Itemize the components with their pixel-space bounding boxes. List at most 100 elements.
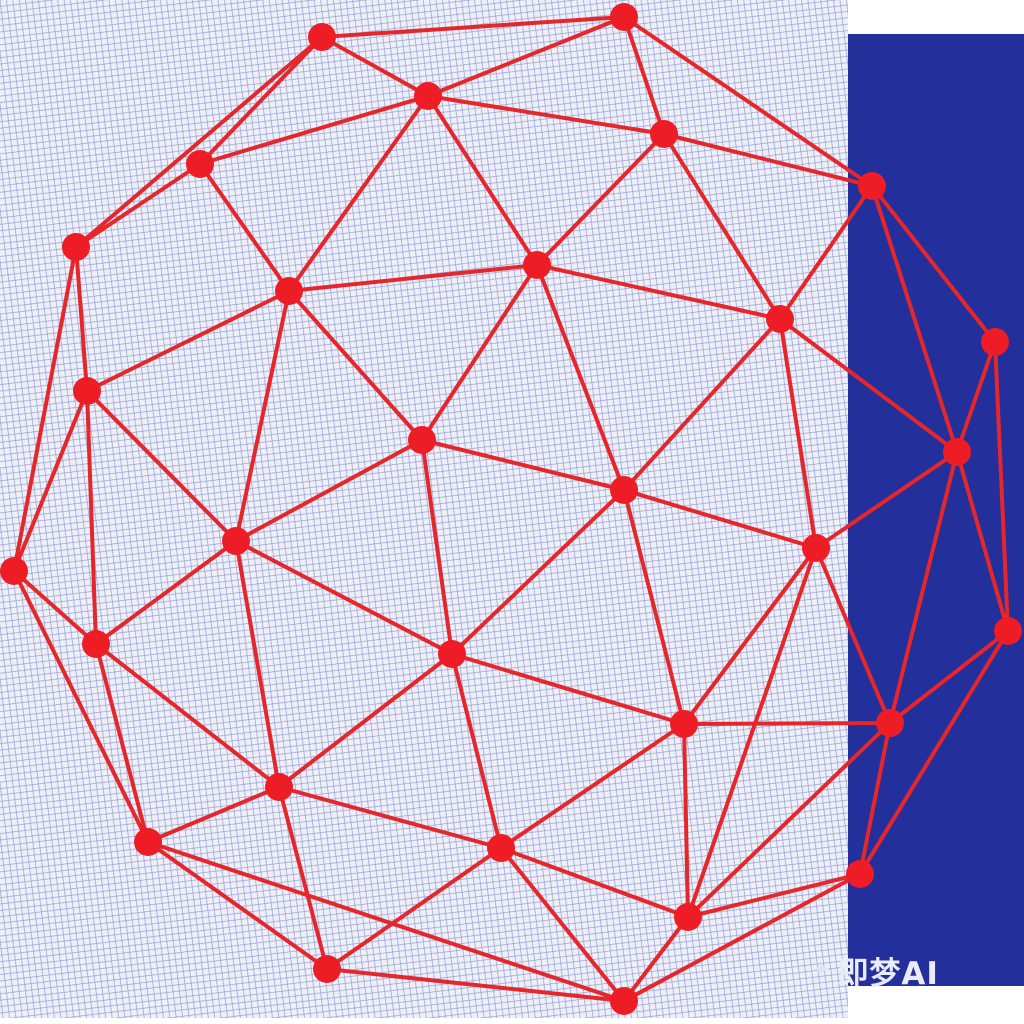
edge-n14-n24 <box>622 488 686 726</box>
edge-n13-n18 <box>234 438 424 543</box>
node-n16 <box>981 328 1009 356</box>
node-n27 <box>674 903 702 931</box>
edge-n15-n19 <box>814 450 959 550</box>
edge-n20-n28 <box>450 652 503 850</box>
node-n14 <box>610 476 638 504</box>
edge-n5-n7 <box>662 132 874 188</box>
edge-n3-n5 <box>426 94 666 136</box>
edge-n22-n28 <box>277 785 503 850</box>
node-n20 <box>438 640 466 668</box>
sparkle-icon: ✦ <box>812 957 832 983</box>
edge-n5-n10 <box>662 132 782 321</box>
edge-n15-n21 <box>955 450 1010 633</box>
node-n15 <box>943 438 971 466</box>
edge-n10-n15 <box>778 317 959 454</box>
node-n28 <box>487 834 515 862</box>
edge-n21-n26 <box>858 629 1010 876</box>
node-n5 <box>650 120 678 148</box>
edge-n23-n30 <box>146 840 626 1003</box>
node-n26 <box>846 860 874 888</box>
edge-n1-n2 <box>320 15 626 39</box>
edge-n6-n11 <box>74 245 89 393</box>
edge-n2-n3 <box>426 15 626 98</box>
edge-n20-n24 <box>450 652 686 726</box>
edge-n17-n22 <box>94 642 281 789</box>
node-n2 <box>610 3 638 31</box>
nodes-layer <box>0 3 1022 1015</box>
edge-n1-n6 <box>74 35 324 249</box>
watermark-text: 即梦AI <box>837 955 939 992</box>
edge-n3-n8 <box>287 94 430 293</box>
node-n23 <box>134 828 162 856</box>
edge-n29-n30 <box>325 967 626 1003</box>
edge-n22-n29 <box>277 785 329 971</box>
edge-n26-n30 <box>622 872 862 1003</box>
edge-n9-n13 <box>420 263 539 442</box>
edge-n17-n23 <box>94 642 150 844</box>
edge-n19-n25 <box>814 546 892 725</box>
node-n13 <box>408 426 436 454</box>
node-n17 <box>82 630 110 658</box>
node-n21 <box>994 617 1022 645</box>
edge-n22-n23 <box>146 785 281 844</box>
edge-n25-n27 <box>686 721 892 919</box>
edge-n13-n20 <box>420 438 454 656</box>
node-n8 <box>275 277 303 305</box>
node-n18 <box>222 527 250 555</box>
edge-n18-n20 <box>234 539 454 656</box>
node-n1 <box>308 23 336 51</box>
edge-n7-n16 <box>870 184 997 344</box>
node-n4 <box>186 150 214 178</box>
edge-n19-n27 <box>686 546 818 919</box>
edge-n13-n14 <box>420 438 626 492</box>
edge-n28-n29 <box>325 846 503 971</box>
edge-n4-n6 <box>74 162 202 249</box>
edge-n17-n18 <box>94 539 238 646</box>
node-n12 <box>0 557 28 585</box>
edge-n8-n11 <box>85 289 291 393</box>
edge-n18-n22 <box>234 539 281 789</box>
watermark: ✦ 即梦AI <box>812 948 1012 992</box>
edge-n11-n17 <box>85 389 98 646</box>
edge-n12-n23 <box>12 569 150 844</box>
edge-n3-n4 <box>198 94 430 166</box>
edge-n3-n9 <box>426 94 539 267</box>
edge-n15-n16 <box>955 340 997 454</box>
edge-n24-n28 <box>499 722 686 850</box>
node-n7 <box>858 172 886 200</box>
node-n11 <box>73 377 101 405</box>
node-n29 <box>313 955 341 983</box>
node-n6 <box>62 233 90 261</box>
edge-n1-n4 <box>198 35 324 166</box>
node-n22 <box>265 773 293 801</box>
mesh-texture-panel <box>0 0 848 1018</box>
node-n10 <box>766 305 794 333</box>
edge-n9-n10 <box>535 263 782 321</box>
edge-n21-n25 <box>888 629 1010 725</box>
edge-n8-n9 <box>287 263 539 293</box>
edge-n10-n14 <box>622 317 782 492</box>
edge-n15-n25 <box>888 450 959 725</box>
edge-n27-n30 <box>622 915 690 1003</box>
edge-n24-n25 <box>682 721 892 726</box>
edge-n16-n21 <box>993 340 1010 633</box>
edge-n8-n18 <box>234 289 291 543</box>
edge-n4-n8 <box>198 162 291 293</box>
edge-n2-n5 <box>622 15 666 136</box>
edge-n14-n20 <box>450 488 626 656</box>
edge-n2-n7 <box>622 15 874 188</box>
edge-n26-n27 <box>686 872 862 919</box>
edge-n7-n10 <box>778 184 874 321</box>
edge-n14-n19 <box>622 488 818 550</box>
node-n19 <box>802 534 830 562</box>
edge-n1-n3 <box>320 35 430 98</box>
edge-n5-n9 <box>535 132 666 267</box>
edge-n10-n19 <box>778 317 818 550</box>
edge-n25-n26 <box>858 721 892 876</box>
edges-layer <box>12 15 1010 1003</box>
edge-n24-n27 <box>682 722 690 919</box>
edge-n20-n22 <box>277 652 454 789</box>
edge-n19-n24 <box>682 546 818 726</box>
node-n9 <box>523 251 551 279</box>
node-n25 <box>876 709 904 737</box>
